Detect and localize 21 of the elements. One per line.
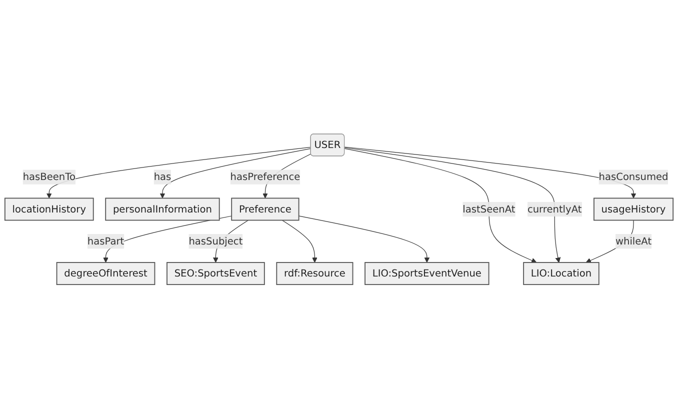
node-box: personalInformation <box>105 198 220 221</box>
edge-label: whileAt <box>615 236 652 248</box>
edge-label: lastSeenAt <box>462 203 516 216</box>
node-box: rdf:Resource <box>276 262 354 286</box>
edge-label: hasPreference <box>230 171 300 183</box>
edge-label: has <box>154 171 172 183</box>
node-box: SEO:SportsEvent <box>166 262 265 286</box>
node-box: Preference <box>231 198 300 221</box>
arrow <box>298 216 430 264</box>
edge-label: hasBeenTo <box>22 171 76 183</box>
node-box: LIO:Location <box>523 262 600 286</box>
node-box: LIO:SportsEventVenue <box>364 262 490 286</box>
node-box: usageHistory <box>594 198 674 221</box>
arrow <box>344 146 636 199</box>
edge-label: hasSubject <box>188 236 243 248</box>
edge-label: hasConsumed <box>598 171 668 183</box>
edge-label: currentlyAt <box>527 203 582 216</box>
edge-label: hasPart <box>87 236 124 248</box>
arrow <box>282 220 318 264</box>
node-box: locationHistory <box>4 198 94 221</box>
node-box: degreeOfInterest <box>56 262 156 286</box>
